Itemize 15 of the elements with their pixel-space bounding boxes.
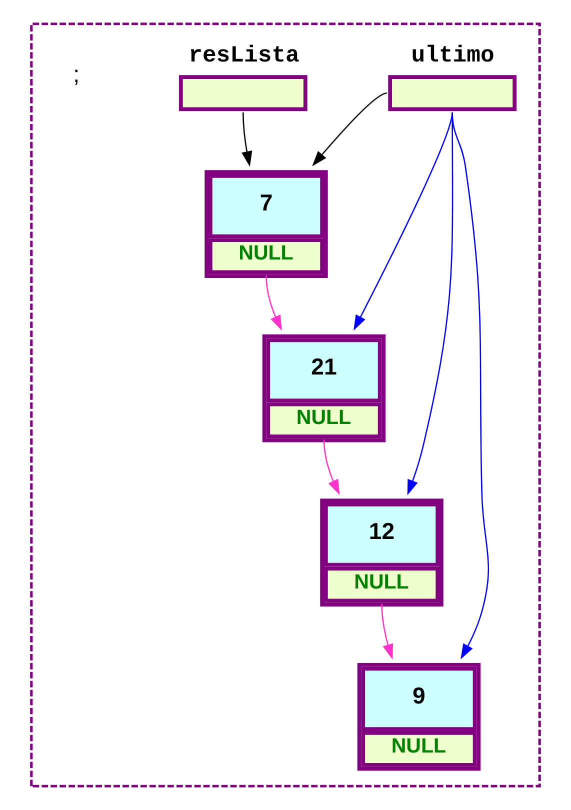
arrow (266, 275, 282, 331)
label: ; (73, 61, 80, 88)
node-box: 12 NULL (320, 498, 444, 606)
cluster (30, 22, 541, 788)
node-box: 9 NULL (357, 662, 481, 771)
arrow (312, 92, 388, 166)
arrow (381, 604, 394, 660)
arrow (323, 440, 340, 495)
node-box: 7 NULL (204, 170, 328, 278)
node-box: 21 NULL (262, 334, 386, 442)
arrow (242, 112, 252, 167)
arrow (452, 112, 490, 660)
node-label: ultimo (411, 42, 494, 69)
node-label: resLista (188, 42, 300, 69)
arrow (407, 112, 454, 496)
